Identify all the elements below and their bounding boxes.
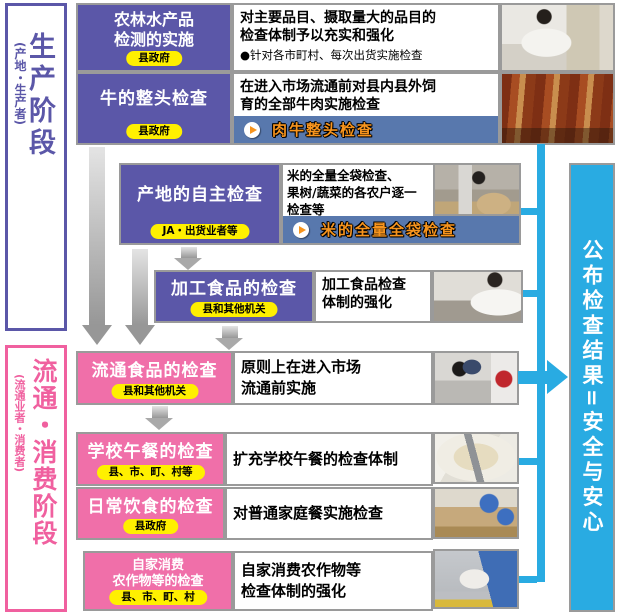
row-desc: 在进入市场流通前对县内县外饲 育的全部牛肉实施检查 bbox=[240, 79, 436, 114]
desc-school-lunch-inspection: 扩充学校午餐的检查体制 bbox=[225, 432, 433, 486]
row-title: 自家消费 农作物等的检查 bbox=[112, 558, 204, 589]
box-distributed-food-inspection: 流通食品的检查 县和其他机关 bbox=[76, 351, 233, 405]
box-daily-diet-inspection: 日常饮食的检查 县政府 bbox=[76, 487, 225, 540]
flow-arrow-origin-to-processed-shaft bbox=[181, 247, 197, 258]
connector-stub-home-consumption bbox=[519, 576, 537, 583]
flow-arrow-processed-to-distributed-head bbox=[215, 338, 243, 350]
photo-home-grown-produce-check bbox=[433, 549, 519, 609]
photo-household-meal-check bbox=[433, 487, 519, 539]
desc-home-consumption-inspection: 自家消费农作物等 检查体制的强化 bbox=[233, 551, 433, 611]
connector-arrow-shaft bbox=[518, 371, 548, 384]
flow-arrow-distributed-to-school-head bbox=[145, 418, 173, 430]
photo-processed-food-testing bbox=[432, 270, 523, 323]
agency-badge: 县政府 bbox=[126, 51, 182, 66]
banner-label: 肉牛整头检查 bbox=[272, 121, 375, 139]
desc-distributed-food-inspection: 原则上在进入市场 流通前实施 bbox=[233, 351, 433, 405]
box-home-consumption-inspection: 自家消费 农作物等的检查 县、市、町、村 bbox=[83, 551, 233, 611]
agency-badge: 县和其他机关 bbox=[111, 384, 198, 399]
row-desc: 加工食品检查 体制的强化 bbox=[322, 277, 406, 312]
agency-badge: 县政府 bbox=[126, 124, 182, 139]
play-icon bbox=[244, 121, 260, 138]
desc-daily-diet-inspection: 对普通家庭餐实施检查 bbox=[225, 487, 433, 540]
row-title: 加工食品的检查 bbox=[171, 279, 297, 300]
row-title: 牛的整头检查 bbox=[100, 89, 208, 110]
box-agri-product-testing: 农林水产品 检测的实施 县政府 bbox=[76, 3, 232, 72]
flow-arrow-origin-to-distribution-shaft bbox=[132, 249, 148, 325]
flow-arrow-production-to-distribution-head bbox=[82, 325, 112, 345]
row-title: 产地的自主检查 bbox=[137, 184, 263, 205]
box-school-lunch-inspection: 学校午餐的检查 县、市、町、村等 bbox=[76, 432, 225, 486]
result-bar: 公布检查结果=安全与安心 bbox=[569, 163, 615, 612]
flow-arrow-origin-to-distribution-head bbox=[125, 325, 155, 345]
photo-laboratory-testing bbox=[500, 3, 615, 72]
stage-production-label: 生产阶段 bbox=[24, 32, 55, 160]
video-banner-beef-inspection[interactable]: 肉牛整头检查 bbox=[234, 116, 498, 143]
row-desc: 米的全量全袋检查、 果树/蔬菜的各农户逐一 检查等 bbox=[287, 168, 417, 217]
connector-stub-school-lunch bbox=[519, 458, 537, 465]
photo-school-lunch-sample bbox=[433, 432, 519, 484]
row-title: 学校午餐的检查 bbox=[87, 442, 214, 463]
box-cattle-inspection: 牛的整头检查 县政府 bbox=[76, 72, 232, 145]
agency-badge: JA・出货业者等 bbox=[150, 224, 250, 239]
video-banner-rice-screening[interactable]: 米的全量全袋检查 bbox=[283, 216, 519, 243]
row-desc: 对主要品目、摄取量大的品目的 检查体制予以充实和强化 bbox=[240, 10, 436, 45]
flow-arrow-origin-to-processed-head bbox=[174, 258, 202, 270]
row-title: 农林水产品 检测的实施 bbox=[113, 10, 194, 49]
flow-arrow-processed-to-distributed-shaft bbox=[222, 326, 238, 338]
row-title: 流通食品的检查 bbox=[91, 361, 218, 382]
box-processed-food-inspection: 加工食品的检查 县和其他机关 bbox=[154, 270, 314, 323]
agency-badge: 县政府 bbox=[122, 519, 179, 534]
photo-distribution-lab-check bbox=[433, 351, 519, 405]
desc-processed-food-inspection: 加工食品检查 体制的强化 bbox=[314, 270, 432, 323]
desc-agri-product-testing: 对主要品目、摄取量大的品目的 检查体制予以充实和强化 ●针对各市町村、每次出货实… bbox=[232, 3, 500, 72]
connector-stub-origin bbox=[521, 208, 537, 215]
connector-arrow-head bbox=[547, 360, 568, 394]
row-desc: 自家消费农作物等 检查体制的强化 bbox=[241, 561, 362, 600]
flow-arrow-distributed-to-school-shaft bbox=[152, 406, 168, 418]
photo-beef-carcass-inspection bbox=[500, 72, 615, 145]
result-bar-label: 公布检查结果=安全与安心 bbox=[580, 239, 604, 536]
photo-rice-bag-screening bbox=[433, 163, 521, 216]
stage-production-box: 生产阶段 (产地・生产者) bbox=[5, 3, 67, 331]
agency-badge: 县和其他机关 bbox=[190, 302, 278, 317]
connector-stub-processed bbox=[523, 290, 537, 297]
agency-badge: 县、市、町、村 bbox=[109, 590, 207, 605]
flow-arrow-production-to-distribution-shaft bbox=[89, 147, 105, 325]
row-desc: 对普通家庭餐实施检查 bbox=[233, 504, 384, 522]
desc-cattle-inspection: 在进入市场流通前对县内县外饲 育的全部牛肉实施检查 肉牛整头检查 bbox=[232, 72, 500, 145]
banner-label: 米的全量全袋检查 bbox=[321, 221, 458, 239]
box-origin-self-inspection: 产地的自主检查 JA・出货业者等 bbox=[119, 163, 281, 245]
row-bullet: ●针对各市町村、每次出货实施检查 bbox=[240, 48, 423, 63]
play-icon bbox=[293, 221, 309, 238]
row-desc: 扩充学校午餐的检查体制 bbox=[233, 449, 399, 468]
stage-distribution-sublabel: (流通业者・消费者) bbox=[13, 374, 26, 473]
stage-production-sublabel: (产地・生产者) bbox=[13, 42, 27, 125]
stage-distribution-label: 流通・消费阶段 bbox=[29, 358, 58, 547]
agency-badge: 县、市、町、村等 bbox=[96, 465, 205, 480]
row-title: 日常饮食的检查 bbox=[87, 496, 214, 517]
row-desc: 原则上在进入市场 流通前实施 bbox=[241, 358, 362, 397]
connector-vertical-line bbox=[537, 144, 545, 582]
stage-distribution-box: 流通・消费阶段 (流通业者・消费者) bbox=[5, 345, 67, 612]
